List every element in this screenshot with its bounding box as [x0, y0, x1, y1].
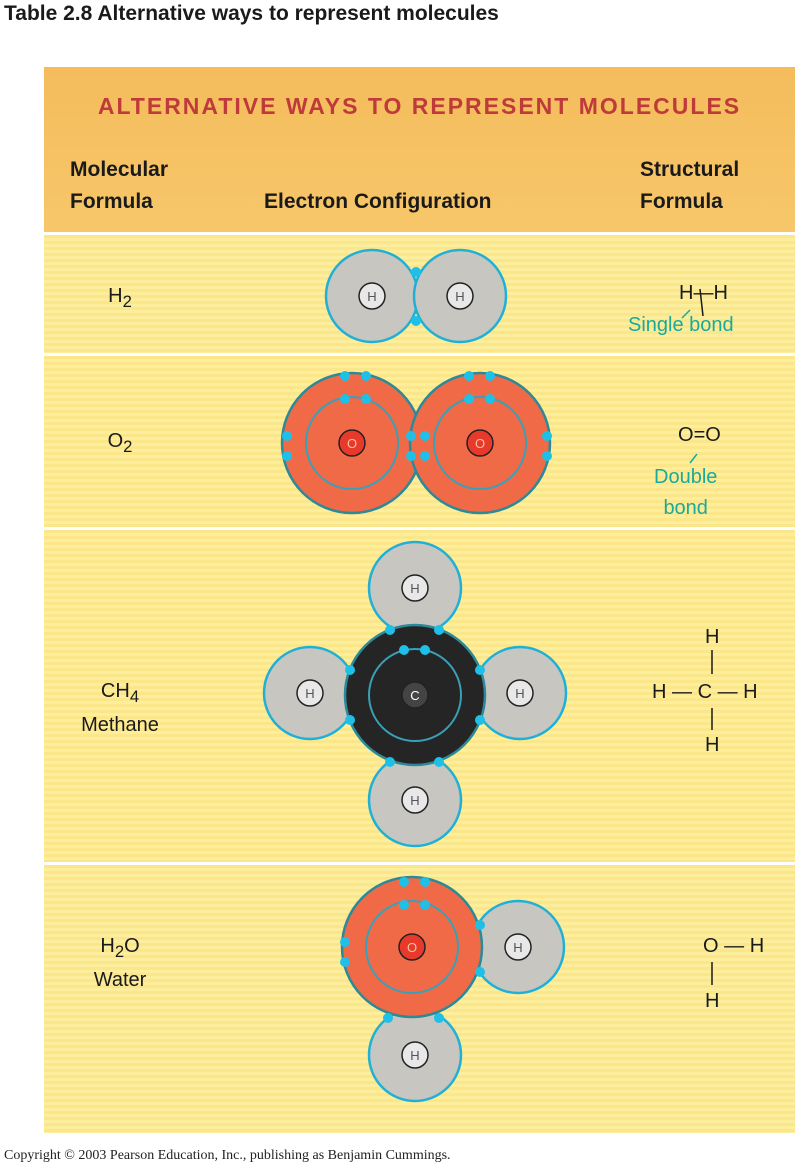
col-head-line: Structural	[640, 158, 740, 181]
nucleus	[401, 786, 429, 814]
electron	[542, 431, 552, 441]
banner-heading: ALTERNATIVE WAYS TO REPRESENT MOLECULES	[97, 93, 742, 119]
formula-o2: O2	[107, 430, 133, 456]
single-bond-label: Single bond	[628, 314, 734, 336]
struct-h2o: O — H	[703, 935, 765, 957]
molecule-name: Water	[93, 969, 147, 991]
atom-symbol: H	[515, 686, 524, 701]
atom-symbol: C	[410, 688, 419, 703]
col-structural-formula: Structural Formula	[640, 154, 739, 218]
nucleus	[446, 282, 474, 310]
divider	[44, 232, 795, 235]
inner-shell	[433, 396, 527, 490]
struct-o2: O=O	[678, 424, 721, 446]
electron	[361, 371, 371, 381]
electron	[340, 937, 350, 947]
atom-symbol: H	[513, 940, 522, 955]
col-head-line: Formula	[640, 190, 723, 213]
electron	[475, 967, 485, 977]
electron	[475, 715, 485, 725]
electron	[420, 431, 430, 441]
copyright-footer: Copyright © 2003 Pearson Education, Inc.…	[4, 1148, 451, 1163]
col-molecular-formula: Molecular Formula	[70, 154, 168, 218]
electron	[399, 877, 409, 887]
electron	[420, 877, 430, 887]
formula-h2: H2	[108, 285, 132, 311]
inner-shell	[368, 648, 462, 742]
electron	[406, 451, 416, 461]
nucleus	[398, 933, 426, 961]
nucleus	[358, 282, 386, 310]
electron	[542, 451, 552, 461]
table-header	[44, 67, 795, 232]
electron	[420, 900, 430, 910]
atom-symbol: O	[407, 940, 417, 955]
electron	[485, 394, 495, 404]
single-bond-pointer	[681, 309, 691, 319]
pointer-line	[699, 288, 704, 317]
nucleus	[504, 933, 532, 961]
electron	[411, 316, 421, 326]
divider	[44, 353, 795, 356]
atom-symbol: O	[475, 436, 485, 451]
table-title: Table 2.8 Alternative ways to represent …	[4, 2, 499, 25]
electron	[434, 1013, 444, 1023]
col-electron-configuration: Electron Configuration	[264, 190, 492, 213]
double-bond-pointer	[689, 453, 698, 464]
electron	[385, 757, 395, 767]
atom-symbol: H	[410, 1048, 419, 1063]
electron	[385, 625, 395, 635]
nucleus	[506, 679, 534, 707]
electron	[383, 1013, 393, 1023]
inner-shell	[365, 900, 459, 994]
electron	[464, 371, 474, 381]
electron	[345, 665, 355, 675]
struct-h2o-h-bottom: H	[705, 990, 720, 1012]
atom-symbol: H	[455, 289, 464, 304]
atom-symbol: H	[305, 686, 314, 701]
electron	[399, 900, 409, 910]
electron	[399, 645, 409, 655]
molecule-name: Methane	[81, 714, 159, 736]
electron	[340, 394, 350, 404]
electron	[340, 371, 350, 381]
electron	[411, 267, 421, 277]
electron	[420, 645, 430, 655]
electron	[282, 431, 292, 441]
nucleus	[338, 429, 366, 457]
struct-h2: H—H	[679, 282, 728, 304]
nucleus	[401, 574, 429, 602]
inner-shell	[305, 396, 399, 490]
nucleus	[401, 1041, 429, 1069]
electron	[475, 920, 485, 930]
electron	[464, 394, 474, 404]
electron	[340, 957, 350, 967]
nucleus	[466, 429, 494, 457]
electron	[282, 451, 292, 461]
atom-symbol: H	[367, 289, 376, 304]
atom-symbol: O	[347, 436, 357, 451]
divider	[44, 862, 795, 865]
electron	[434, 757, 444, 767]
electron	[485, 371, 495, 381]
electron	[361, 394, 371, 404]
electron	[420, 451, 430, 461]
nucleus	[296, 679, 324, 707]
divider	[44, 527, 795, 530]
atom-symbol: H	[410, 581, 419, 596]
electron	[406, 431, 416, 441]
electron	[434, 625, 444, 635]
nucleus	[401, 681, 429, 709]
electron	[475, 665, 485, 675]
electron	[345, 715, 355, 725]
struct-ch4-h-top: H	[705, 626, 720, 648]
col-head-line: Formula	[70, 190, 153, 213]
struct-ch4-h-bottom: H	[705, 734, 720, 756]
atom-symbol: H	[410, 793, 419, 808]
col-head-line: Molecular	[70, 158, 169, 181]
struct-ch4-middle: H — C — H	[652, 681, 758, 703]
